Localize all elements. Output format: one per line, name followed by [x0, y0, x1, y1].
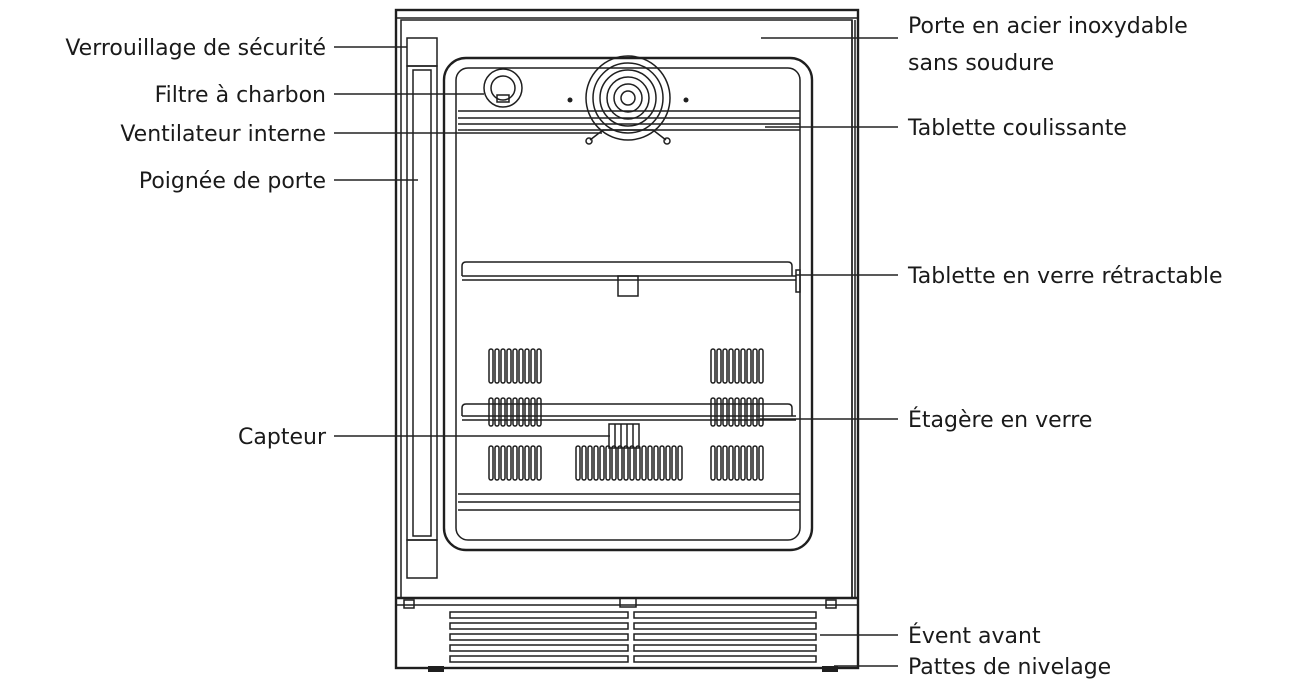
glass-shelf-part: [461, 403, 796, 421]
leader-lines: [334, 37, 898, 667]
label-sliding-shelf: Tablette coulissante: [907, 116, 1127, 141]
label-internal-fan: Ventilateur interne: [120, 122, 326, 147]
labels-right: Porte en acier inoxydable sans soudure T…: [907, 14, 1223, 680]
label-retractable-glass-shelf: Tablette en verre rétractable: [907, 264, 1223, 289]
label-leveling-legs: Pattes de nivelage: [908, 655, 1111, 680]
fridge-illustration: [394, 8, 860, 672]
label-carbon-filter: Filtre à charbon: [155, 83, 326, 108]
door-panel: [400, 19, 853, 599]
cabinet-outline: [394, 8, 860, 670]
door-handle-bar: [406, 65, 438, 541]
label-front-vent: Évent avant: [908, 623, 1041, 649]
carbon-filter-part: [483, 68, 523, 108]
labels-left: Verrouillage de sécurité Filtre à charbo…: [65, 36, 327, 450]
sensor-part: [608, 423, 640, 449]
rear-vent-upper: [488, 348, 764, 481]
label-glass-shelf: Étagère en verre: [908, 407, 1092, 433]
sliding-shelf-part: [458, 123, 800, 131]
security-lock-part: [406, 37, 438, 67]
leveling-legs-part: [428, 666, 838, 672]
label-security-lock: Verrouillage de sécurité: [65, 36, 326, 61]
label-sensor: Capteur: [238, 425, 327, 450]
label-door-handle: Poignée de porte: [139, 169, 326, 194]
label-door-line1: Porte en acier inoxydable: [908, 14, 1188, 39]
glass-window: [442, 56, 814, 552]
retractable-shelf-part: [461, 261, 801, 297]
front-vent-part: [396, 596, 858, 663]
internal-fan-part: [567, 55, 689, 145]
label-door-line2: sans soudure: [908, 51, 1054, 76]
